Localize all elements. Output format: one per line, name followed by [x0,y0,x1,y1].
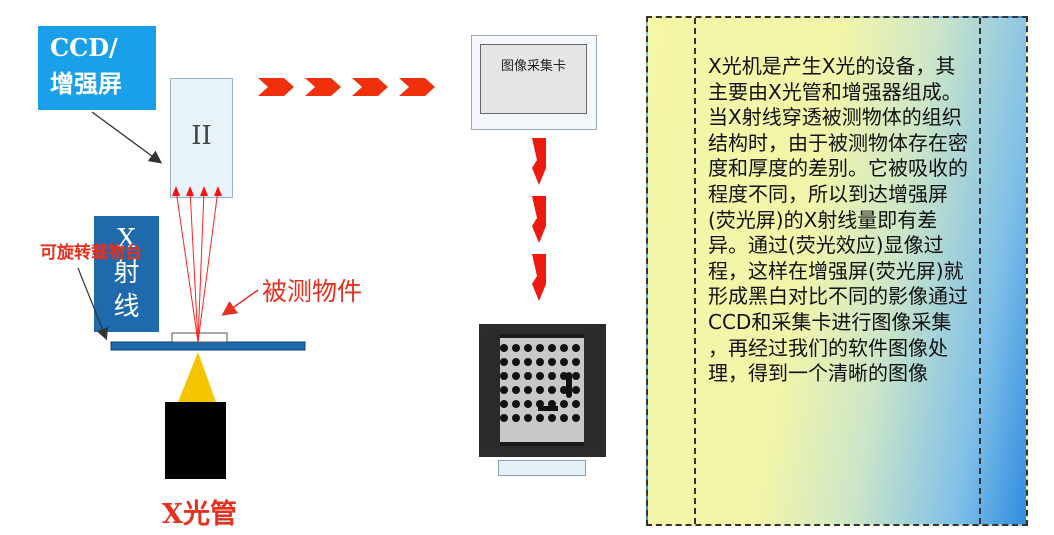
xray-label-char-2: 射 [113,258,140,288]
capture-card-label: 图像采集卡 [500,59,566,74]
capture-card: 图像采集卡 [480,44,587,114]
xray-result-image [486,334,598,446]
rotating-platform-label: 可旋转载物台 [40,243,142,263]
xray-beams [175,189,219,343]
xray-label-box: X 射 线 [94,216,159,332]
ccd-label-line2: 增强屏 [50,69,122,98]
xray-beam-arrowheads [172,186,222,196]
description-text: X光机是产生X光的设备，其主要由X光管和增强器组成。当X射线穿透被测物体的组织结… [708,54,968,386]
xray-label-char-3: 线 [113,292,140,322]
xray-image-graphic [486,334,598,446]
horizontal-signal-arrows [258,78,435,96]
xray-cone [178,352,216,402]
rotating-platform [110,341,306,351]
ccd-intensifier-label: CCD/ 增强屏 [38,26,156,110]
platform-pointer-arrow [77,267,109,341]
xray-tube-body [165,402,226,479]
image-intensifier: II [170,78,233,198]
xray-tube-label: X光管 [162,499,237,530]
xray-label-char-1: X [117,224,136,254]
monitor-stand [498,460,586,476]
test-object-label: 被测物件 [262,277,363,306]
vertical-signal-arrows [532,138,546,301]
description-panel [646,16,1028,526]
object-pointer-arrow [221,289,259,316]
ccd-pointer-arrow [91,111,163,164]
ccd-label-line1: CCD/ [50,33,118,62]
ii-label: II [191,121,212,151]
